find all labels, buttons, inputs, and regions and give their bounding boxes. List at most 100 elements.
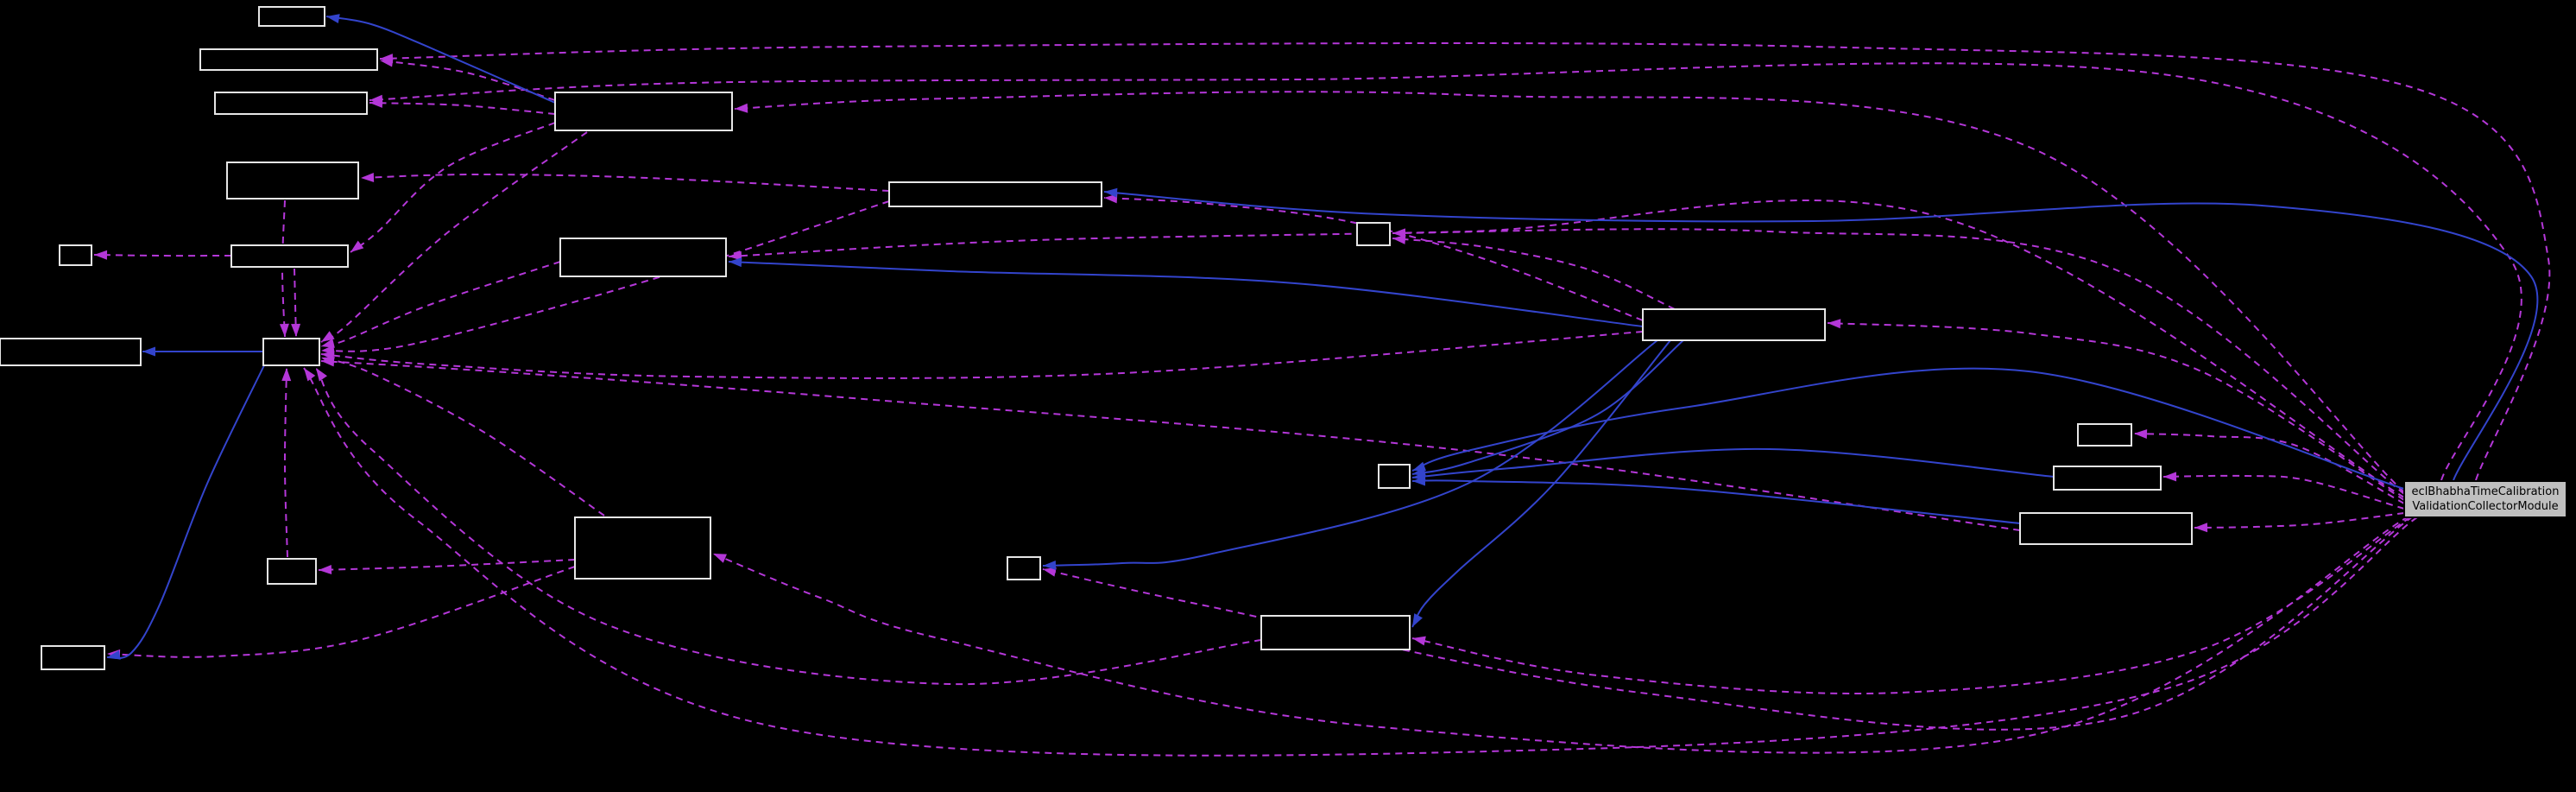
edge-line	[320, 261, 561, 347]
edge-line	[712, 516, 2409, 754]
class-node-box[interactable]	[1260, 615, 1411, 650]
edge-node-16-to-node-17	[318, 559, 576, 575]
graph-node-node-21	[1378, 464, 1411, 489]
edge-node-4-to-node-1	[325, 14, 556, 104]
graph-node-node-12	[1642, 308, 1826, 341]
class-node-box[interactable]	[226, 162, 359, 200]
class-node-box[interactable]	[574, 516, 711, 580]
class-node-box[interactable]	[2019, 512, 2193, 545]
arrowhead-icon	[142, 346, 155, 357]
class-node-box[interactable]	[2077, 423, 2132, 447]
class-node-label-line: ValidationCollectorModule	[2412, 500, 2558, 513]
graph-node-node-19	[41, 645, 105, 670]
graph-node-node-13	[2077, 423, 2132, 447]
arrowhead-icon	[316, 368, 327, 382]
class-node-box[interactable]	[262, 338, 320, 366]
edge-line	[379, 42, 2551, 481]
edge-node-15-to-node-21	[1411, 476, 2021, 524]
class-node-box[interactable]	[888, 181, 1102, 207]
edge-node-16-to-node-11	[320, 357, 605, 516]
arrowhead-icon	[321, 357, 335, 367]
graph-node-node-4	[554, 92, 733, 131]
graph-node-node-8	[559, 238, 727, 277]
graph-node-node-20	[1356, 222, 1391, 246]
class-node-box[interactable]	[230, 244, 349, 268]
edge-line	[106, 566, 576, 658]
edge-line	[325, 16, 556, 104]
class-node-box[interactable]	[258, 6, 325, 27]
class-node-box[interactable]	[214, 92, 368, 115]
edge-line	[2162, 474, 2405, 510]
class-node-box[interactable]	[267, 558, 317, 585]
class-node-box[interactable]	[559, 238, 727, 277]
arrowhead-icon	[735, 103, 748, 113]
edge-line	[1411, 479, 2021, 524]
arrowhead-icon	[729, 250, 742, 261]
graph-node-node-11	[262, 338, 320, 366]
edge-node-12-to-node-8	[728, 257, 1644, 327]
edge-line	[1103, 197, 1644, 321]
edge-node-12-to-node-9	[1103, 193, 1644, 321]
graph-node-node-16	[574, 516, 711, 580]
edge-line	[1411, 367, 2405, 490]
edge-line	[1411, 339, 1684, 475]
edge-line	[2194, 512, 2405, 529]
edge-main-node-to-node-20	[1392, 228, 2405, 495]
edge-line	[1411, 339, 1671, 628]
edge-line	[1392, 238, 1676, 310]
graph-node-node-18	[1260, 615, 1411, 650]
class-node-box[interactable]	[1007, 556, 1041, 580]
graph-node-node-3	[214, 92, 368, 115]
graph-node-node-1	[258, 6, 325, 27]
class-node-box[interactable]	[0, 338, 142, 366]
arrowhead-icon	[1392, 228, 1406, 238]
edge-main-node-to-node-15	[2194, 512, 2405, 533]
edge-node-17-to-node-11	[281, 367, 292, 558]
graph-node-node-15	[2019, 512, 2193, 545]
graph-node-node-17	[267, 558, 317, 585]
class-node-box[interactable]	[59, 244, 92, 266]
graph-node-node-5	[226, 162, 359, 200]
edge-main-node-to-node-14	[2162, 472, 2405, 510]
edge-line	[728, 199, 2405, 498]
edge-main-node-to-node-9	[1103, 187, 2539, 481]
graph-node-node-9	[888, 181, 1102, 207]
arrowhead-icon	[380, 57, 394, 67]
edge-line	[360, 173, 890, 192]
class-node-box[interactable]	[1642, 308, 1826, 341]
edge-line	[1042, 339, 1658, 567]
arrowhead-icon	[1412, 476, 1425, 486]
graph-node-node-6	[59, 244, 92, 266]
edge-line	[350, 122, 556, 253]
arrowhead-icon	[281, 368, 292, 382]
graph-node-node-7	[230, 244, 349, 268]
main-class-node-box[interactable]	[2403, 480, 2567, 518]
arrowhead-icon	[1412, 613, 1423, 627]
edge-node-4-to-node-2	[379, 57, 556, 101]
arrowhead-icon	[319, 565, 332, 575]
edge-node-18-to-node-11	[315, 367, 1262, 686]
edge-main-node-to-node-18	[1411, 516, 2411, 695]
edge-node-12-to-node-22	[1042, 339, 1658, 571]
class-node-box[interactable]	[41, 645, 105, 670]
class-node-box[interactable]	[1356, 222, 1391, 246]
arrowhead-icon	[107, 649, 121, 660]
edge-main-node-to-node-21	[1411, 367, 2405, 490]
arrowhead-icon	[321, 339, 335, 348]
class-node-box[interactable]	[1378, 464, 1411, 489]
edge-main-node-to-node-8	[728, 199, 2405, 498]
arrowhead-icon	[350, 240, 364, 252]
class-node-box[interactable]	[2053, 466, 2162, 491]
edge-line	[283, 367, 288, 558]
edge-line	[1042, 516, 2414, 731]
class-node-box[interactable]	[199, 48, 378, 71]
arrowhead-icon	[1392, 234, 1406, 244]
arrowhead-icon	[1043, 561, 1057, 571]
arrowhead-icon	[321, 331, 335, 342]
edge-line	[318, 559, 576, 571]
edge-node-12-to-node-11	[320, 331, 1644, 379]
class-node-box[interactable]	[554, 92, 733, 131]
arrowhead-icon	[1412, 461, 1426, 472]
edge-line	[1103, 191, 2539, 481]
